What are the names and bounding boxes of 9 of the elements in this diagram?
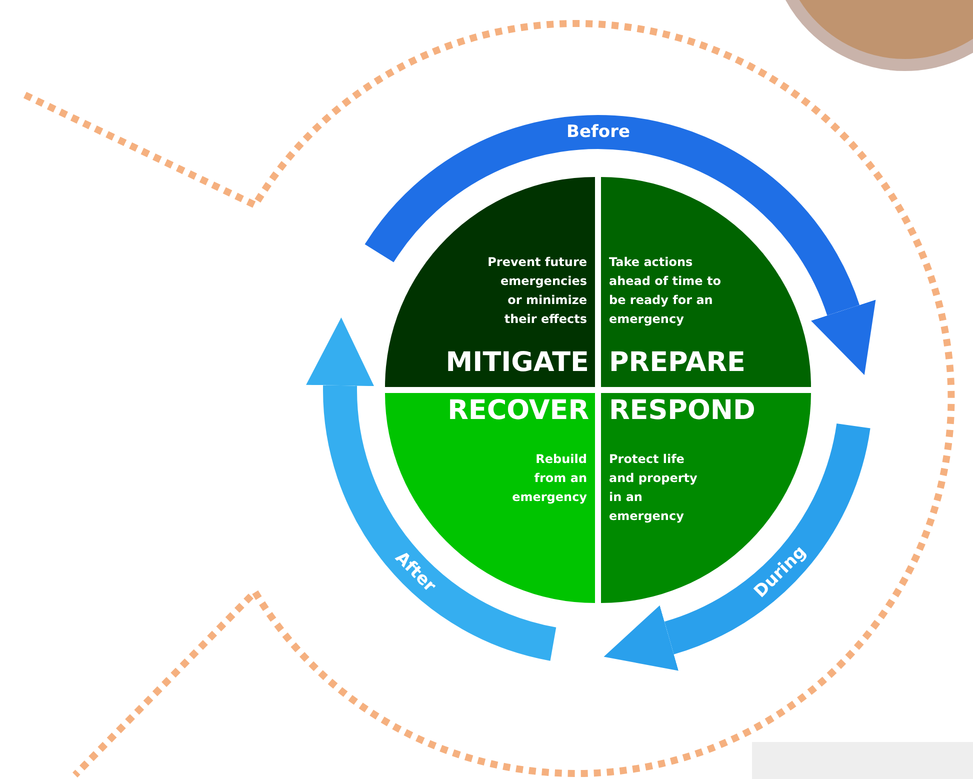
phase-title: RECOVER [448,395,589,427]
phase-description: Take actions ahead of time to be ready for an emergency [609,254,722,328]
phase-title: RESPOND [609,395,756,427]
phase-time-label: Before [566,122,630,142]
phase-title: MITIGATE [446,347,589,379]
phase-description: Protect life and property in an emergency [609,451,698,525]
phase-description: Rebuild from an emergency [511,451,587,506]
phase-description: Prevent future emergencies or minimize their effects [486,254,587,328]
phase-title: PREPARE [609,347,746,379]
